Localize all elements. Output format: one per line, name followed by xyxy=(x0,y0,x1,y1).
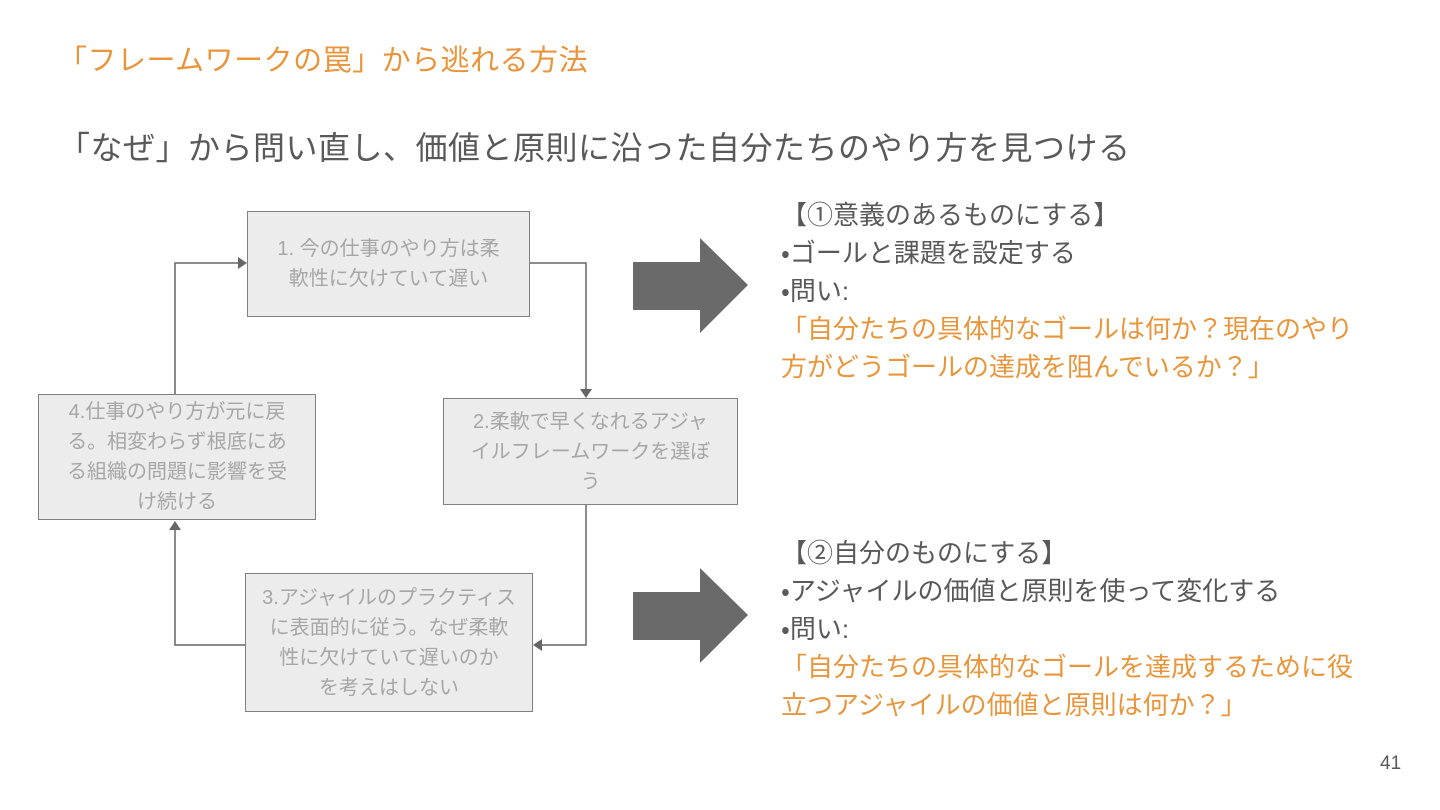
connector-1-2 xyxy=(530,262,587,389)
connector-4-1 xyxy=(174,262,238,394)
flow-box-2: 2.柔軟で早くなれるアジャ イルフレームワークを選ぼ う xyxy=(443,398,738,505)
note-2-bullets: ・アジャイルの価値と原則を使って変化する ・問い: xyxy=(781,576,1281,644)
note-2-heading: 【②自分のものにする】 xyxy=(781,538,1068,568)
big-right-arrow-bottom-icon xyxy=(633,568,748,663)
connector-2-3 xyxy=(542,505,587,646)
connector-3-4 xyxy=(174,530,245,646)
arrowhead-into-box2-icon xyxy=(580,389,592,398)
note-1-bullets: ・ゴールと課題を設定する ・問い: xyxy=(781,238,1076,306)
slide-title: 「フレームワークの罠」から逃れる方法 xyxy=(58,45,589,77)
slide-subtitle: 「なぜ」から問い直し、価値と原則に沿った自分たちのやり方を見つける xyxy=(58,130,1131,166)
flow-box-4: 4.仕事のやり方が元に戻 る。相変わらず根底にあ る組織の問題に影響を受 け続け… xyxy=(38,394,316,520)
big-right-arrow-top-icon xyxy=(633,238,748,333)
arrowhead-into-box3-icon xyxy=(533,639,542,651)
note-block-2: 【②自分のものにする】 ・アジャイルの価値と原則を使って変化する ・問い: 「自… xyxy=(781,534,1406,724)
flow-box-1: 1. 今の仕事のやり方は柔 軟性に欠けていて遅い xyxy=(247,211,530,317)
flow-box-3: 3.アジャイルのプラクティス に表面的に従う。なぜ柔軟 性に欠けていて遅いのか … xyxy=(245,573,533,712)
arrowhead-into-box4-icon xyxy=(169,521,181,530)
arrowhead-into-box1-icon xyxy=(238,257,247,269)
note-block-1: 【①意義のあるものにする】 ・ゴールと課題を設定する ・問い: 「自分たちの具体… xyxy=(781,196,1406,386)
note-1-quote: 「自分たちの具体的なゴールは何か？現在のやり 方がどうゴールの達成を阻んでいるか… xyxy=(781,314,1354,382)
note-1-heading: 【①意義のあるものにする】 xyxy=(781,200,1120,230)
note-2-quote: 「自分たちの具体的なゴールを達成するために役 立つアジャイルの価値と原則は何か？… xyxy=(781,652,1354,720)
page-number: 41 xyxy=(1380,753,1402,774)
